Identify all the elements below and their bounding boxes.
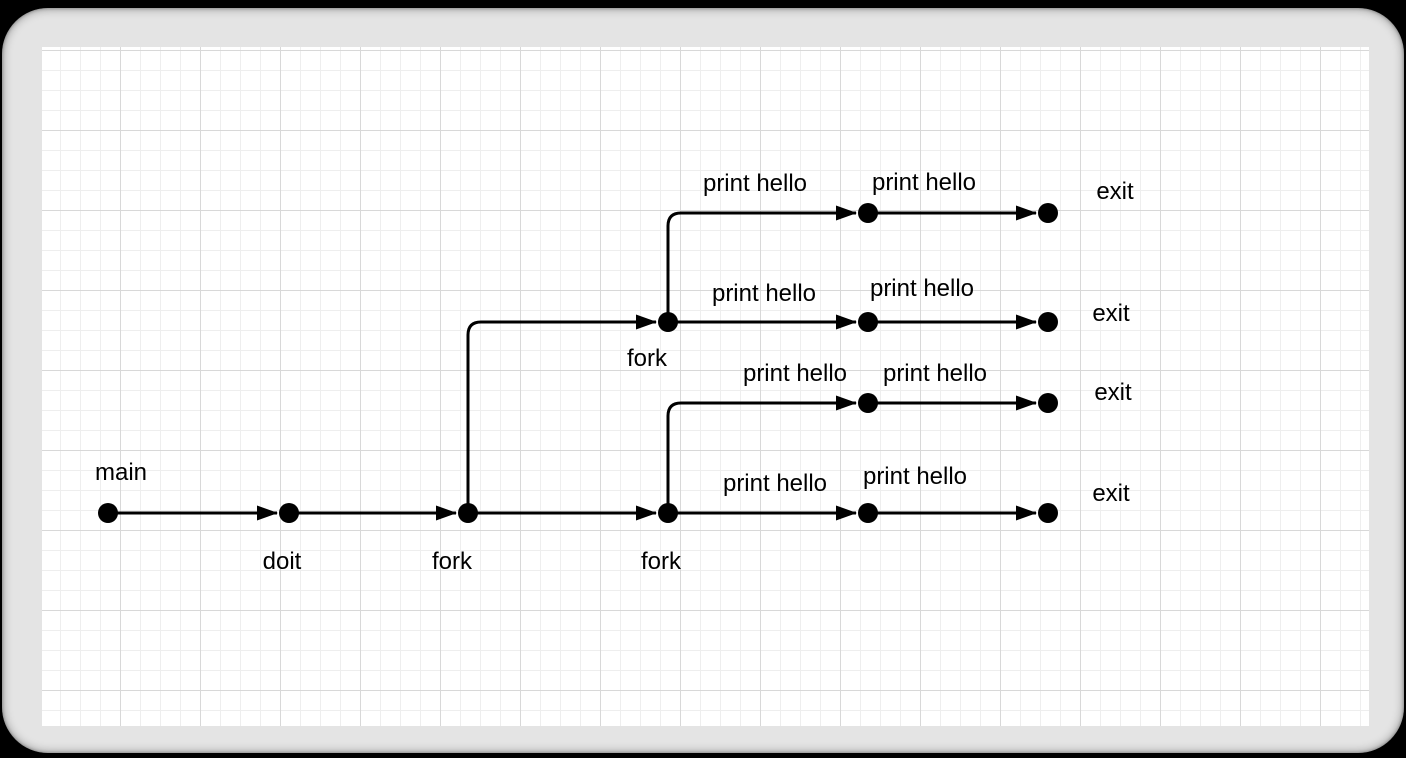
label-grandchild-print-hello-1[interactable]: print hello [703, 170, 807, 197]
label-doit[interactable]: doit [263, 548, 302, 575]
label-main-print-hello-1[interactable]: print hello [723, 470, 827, 497]
label-main[interactable]: main [95, 459, 147, 486]
label-fork-2[interactable]: fork [641, 548, 682, 575]
label-main-print-hello-2[interactable]: print hello [863, 463, 967, 490]
label-child1-print-hello-1[interactable]: print hello [712, 280, 816, 307]
dot-main-print[interactable] [858, 503, 878, 523]
dot-main-fork2[interactable] [658, 503, 678, 523]
dot-grandchild-end[interactable] [1038, 203, 1058, 223]
label-grandchild-print-hello-2[interactable]: print hello [872, 169, 976, 196]
dot-child2-print[interactable] [858, 393, 878, 413]
label-grandchild-exit[interactable]: exit [1096, 178, 1134, 205]
dot-main-end[interactable] [1038, 503, 1058, 523]
dot-grandchild-print[interactable] [858, 203, 878, 223]
label-child1-exit[interactable]: exit [1092, 300, 1130, 327]
branch-fork1-to-child1[interactable] [466, 314, 657, 513]
whiteboard-window [2, 8, 1404, 753]
dot-main-doit[interactable] [279, 503, 299, 523]
label-child1-print-hello-2[interactable]: print hello [870, 275, 974, 302]
dot-main-fork1[interactable] [458, 503, 478, 523]
branch-child1-to-grandchild[interactable] [666, 205, 857, 322]
label-child2-exit[interactable]: exit [1094, 379, 1132, 406]
label-child1-fork[interactable]: fork [627, 345, 668, 372]
branch-fork2-to-child2[interactable] [666, 395, 857, 513]
dot-child1-end[interactable] [1038, 312, 1058, 332]
grid-canvas[interactable] [42, 47, 1369, 726]
label-child2-print-hello-2[interactable]: print hello [883, 360, 987, 387]
dot-child1-print[interactable] [858, 312, 878, 332]
label-child2-print-hello-1[interactable]: print hello [743, 360, 847, 387]
label-fork-1[interactable]: fork [432, 548, 473, 575]
label-main-exit[interactable]: exit [1092, 480, 1130, 507]
dot-child2-end[interactable] [1038, 393, 1058, 413]
dot-main-start[interactable] [98, 503, 118, 523]
dot-child1-fork[interactable] [658, 312, 678, 332]
